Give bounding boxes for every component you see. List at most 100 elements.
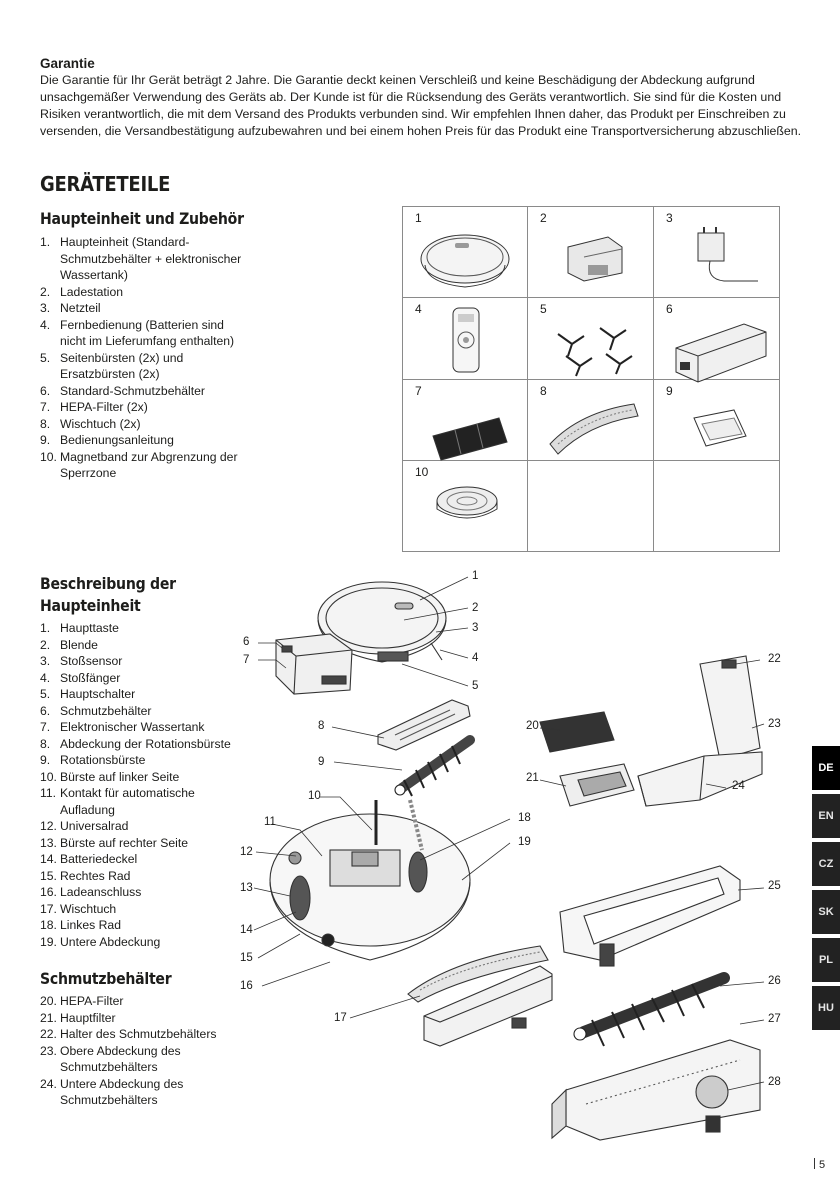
list-item: 7.HEPA-Filter (2x) bbox=[40, 399, 250, 416]
accessory-cell bbox=[654, 461, 779, 551]
list-item-text: Standard-Schmutzbehälter bbox=[60, 384, 205, 398]
list-item-number: 10. bbox=[40, 449, 57, 466]
list-item-number: 4. bbox=[40, 670, 50, 687]
list-item: 16.Ladeanschluss bbox=[40, 884, 240, 901]
main-unit-list: 1.Haupteinheit (Standard-Schmutzbehälter… bbox=[40, 234, 250, 482]
description-heading-line1: Beschreibung der bbox=[40, 573, 176, 595]
list-item-number: 5. bbox=[40, 350, 50, 367]
list-item: 10.Bürste auf linker Seite bbox=[40, 769, 240, 786]
tab-pl[interactable]: PL bbox=[812, 938, 840, 982]
list-item-number: 20. bbox=[40, 993, 57, 1010]
callout-number: 27 bbox=[768, 1013, 781, 1025]
list-item: 6. Standard-Schmutzbehälter bbox=[40, 383, 250, 400]
callout-number: 7 bbox=[243, 654, 249, 666]
list-item: 18.Linkes Rad bbox=[40, 917, 240, 934]
callout-number: 6 bbox=[243, 636, 249, 648]
list-item-text: Bedienungsanleitung bbox=[60, 433, 174, 447]
tab-de[interactable]: DE bbox=[812, 746, 840, 790]
callout-number: 16 bbox=[240, 980, 253, 992]
accessory-number: 6 bbox=[666, 302, 673, 316]
list-item-text: Linkes Rad bbox=[60, 918, 121, 932]
list-item-text: Untere Abdeckung des Schmutzbehälters bbox=[60, 1077, 183, 1108]
list-item-text: Ladeanschluss bbox=[60, 885, 141, 899]
robot-bottom-illustration bbox=[270, 800, 470, 960]
list-item: 17.Wischtuch bbox=[40, 901, 240, 918]
list-item: 15.Rechtes Rad bbox=[40, 868, 240, 885]
list-item-number: 11. bbox=[40, 785, 56, 802]
page-number: 5 bbox=[814, 1158, 825, 1171]
list-item-number: 5. bbox=[40, 686, 50, 703]
roller-26-illustration bbox=[574, 978, 724, 1046]
brush-frame-illustration bbox=[560, 866, 740, 966]
list-item-text: Stoßsensor bbox=[60, 654, 122, 668]
accessory-cell: 7 bbox=[403, 380, 528, 461]
list-item-text: Hauptschalter bbox=[60, 687, 135, 701]
list-item-text: Halter des Schmutzbehälters bbox=[60, 1027, 216, 1041]
list-item-text: Bürste auf rechter Seite bbox=[60, 836, 188, 850]
callout-number: 17 bbox=[334, 1012, 347, 1024]
main-unit-heading: Haupteinheit und Zubehör bbox=[40, 208, 244, 230]
roller-brush-illustration bbox=[395, 740, 470, 796]
list-item-text: Seitenbürsten (2x) und Ersatzbürsten (2x… bbox=[60, 351, 183, 382]
accessory-cell: 8 bbox=[528, 380, 654, 461]
list-item-text: Bürste auf linker Seite bbox=[60, 770, 179, 784]
list-item-text: Universalrad bbox=[60, 819, 128, 833]
callout-number: 20 bbox=[526, 720, 539, 732]
list-item-number: 2. bbox=[40, 637, 50, 654]
tab-en[interactable]: EN bbox=[812, 794, 840, 838]
list-item: 23.Obere Abdeckung des Schmutzbehälters bbox=[40, 1043, 240, 1076]
list-item-number: 1. bbox=[40, 234, 50, 251]
list-item: 1.Haupttaste bbox=[40, 620, 240, 637]
tab-cz[interactable]: CZ bbox=[812, 842, 840, 886]
list-item-number: 8. bbox=[40, 736, 50, 753]
list-item-number: 3. bbox=[40, 300, 50, 317]
accessory-cell: 2 bbox=[528, 207, 654, 298]
list-item-number: 6. bbox=[40, 383, 50, 400]
list-item: 5. Seitenbürsten (2x) und Ersatzbürsten (… bbox=[40, 350, 250, 383]
list-item-text: Fernbedienung (Batterien sind nicht im L… bbox=[60, 318, 234, 349]
list-item-number: 17. bbox=[40, 901, 57, 918]
list-item: 2.Blende bbox=[40, 637, 240, 654]
callout-number: 1 bbox=[472, 570, 478, 582]
list-item-text: Wischtuch (2x) bbox=[60, 417, 141, 431]
tab-sk[interactable]: SK bbox=[812, 890, 840, 934]
callout-number: 8 bbox=[318, 720, 324, 732]
callout-number: 14 bbox=[240, 924, 253, 936]
dust-bin-heading: Schmutzbehälter bbox=[40, 968, 171, 990]
list-item-number: 21. bbox=[40, 1010, 57, 1027]
list-item-text: Obere Abdeckung des Schmutzbehälters bbox=[60, 1044, 181, 1075]
list-item-number: 18. bbox=[40, 917, 57, 934]
list-item: 4.Stoßfänger bbox=[40, 670, 240, 687]
list-item: 2. Ladestation bbox=[40, 284, 250, 301]
list-item-text: Ladestation bbox=[60, 285, 123, 299]
callout-number: 26 bbox=[768, 975, 781, 987]
list-item-number: 16. bbox=[40, 884, 57, 901]
callout-number: 19 bbox=[518, 836, 531, 848]
list-item-number: 12. bbox=[40, 818, 57, 835]
list-item: 7.Elektronischer Wassertank bbox=[40, 719, 240, 736]
tab-hu[interactable]: HU bbox=[812, 986, 840, 1030]
accessory-cell: 9 bbox=[654, 380, 779, 461]
callout-number: 10 bbox=[308, 790, 321, 802]
callout-number: 18 bbox=[518, 812, 531, 824]
list-item-text: Kontakt für automatische Aufladung bbox=[60, 786, 195, 817]
accessory-cell: 5 bbox=[528, 298, 654, 380]
accessory-number: 3 bbox=[666, 211, 673, 225]
accessory-number: 8 bbox=[540, 384, 547, 398]
list-item-number: 4. bbox=[40, 317, 50, 334]
callout-number: 2 bbox=[472, 602, 478, 614]
list-item-number: 7. bbox=[40, 399, 50, 416]
list-item-number: 2. bbox=[40, 284, 50, 301]
callout-number: 12 bbox=[240, 846, 253, 858]
accessory-number: 2 bbox=[540, 211, 547, 225]
callout-number: 28 bbox=[768, 1076, 781, 1088]
list-item-number: 24. bbox=[40, 1076, 57, 1093]
list-item: 3.Stoßsensor bbox=[40, 653, 240, 670]
accessory-cell bbox=[528, 461, 654, 551]
accessory-number: 5 bbox=[540, 302, 547, 316]
callout-number: 25 bbox=[768, 880, 781, 892]
list-item-text: Elektronischer Wassertank bbox=[60, 720, 205, 734]
